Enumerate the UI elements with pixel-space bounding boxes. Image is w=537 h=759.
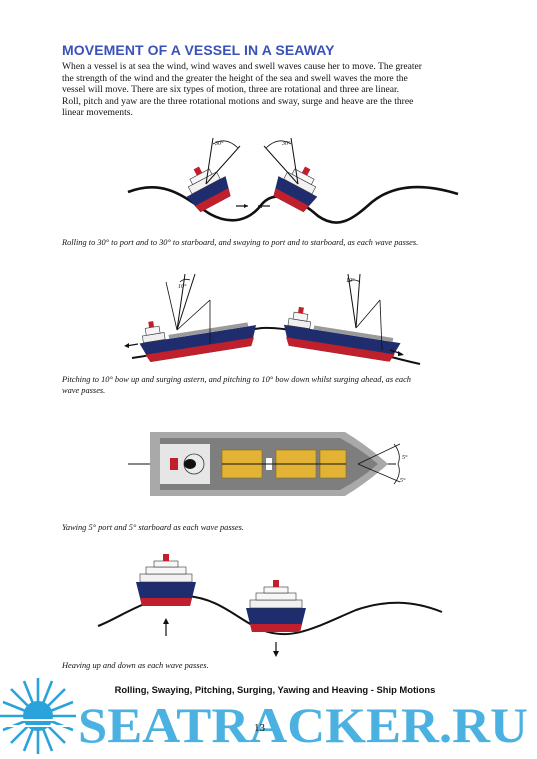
intro-line: linear movements. [62, 107, 133, 119]
watermark-text: SEATRACKER.RU [78, 697, 528, 753]
intro-line: vessel will move. There are six types of… [62, 84, 400, 96]
yawing-caption: Yawing 5° port and 5° starboard as each … [62, 523, 244, 532]
heaving-caption: Heaving up and down as each wave passes. [62, 661, 209, 670]
intro-paragraph: When a vessel is at sea the wind, wind w… [62, 61, 482, 119]
heaving-figure [97, 554, 443, 657]
page-number: 13 [254, 722, 265, 734]
rolling-caption: Rolling to 30° to port and to 30° to sta… [62, 238, 419, 247]
sun-logo-icon [0, 678, 78, 754]
pitching-caption: Pitching to 10° bow up and surging aster… [62, 374, 411, 396]
page-footer: Rolling, Swaying, Pitching, Surging, Yaw… [114, 684, 436, 695]
pitching-caption-line: Pitching to 10° bow up and surging aster… [62, 375, 411, 384]
yawing-angle-bottom: 5° [400, 477, 406, 484]
pitching-caption-line: wave passes. [62, 386, 106, 395]
intro-line: When a vessel is at sea the wind, wind w… [62, 61, 422, 72]
rolling-figure: 30° 30° [127, 137, 459, 224]
intro-line: Roll, pitch and yaw are the three rotati… [62, 95, 414, 107]
page-title: MOVEMENT OF A VESSEL IN A SEAWAY [62, 42, 335, 58]
intro-line: the strength of the wind and the greater… [62, 72, 408, 84]
yawing-figure: 5° 5° [128, 432, 408, 496]
pitching-angle-right: 10° [346, 277, 355, 284]
pitching-figure: 10° 10° [124, 273, 421, 365]
rolling-angle-right: 30° [281, 140, 291, 147]
rolling-angle-left: 30° [214, 140, 224, 147]
watermark: SEATRACKER.RU [0, 678, 528, 754]
pitching-angle-left: 10° [178, 283, 187, 290]
yawing-angle-top: 5° [402, 454, 408, 461]
